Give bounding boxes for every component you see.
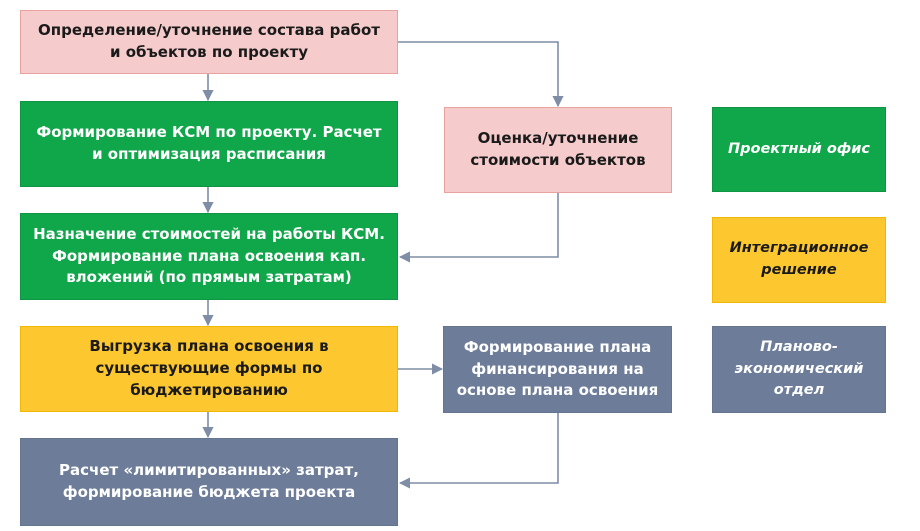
box-cost-assignment: Назначение стоимостей на работы КСМ. Фор… xyxy=(20,213,398,300)
box-cost-estimate: Оценка/уточнение стоимости объектов xyxy=(444,107,672,193)
legend-project-office: Проектный офис xyxy=(712,107,886,192)
box-ksm-forming-text: Формирование КСМ по проекту. Расчет и оп… xyxy=(36,123,382,163)
box-financing-plan-text: Формирование плана финансирования на осн… xyxy=(456,337,659,400)
box-define-scope: Определение/уточнение состава работ и об… xyxy=(20,10,398,74)
legend-integration: Интеграционное решение xyxy=(712,217,886,303)
box-ksm-forming: Формирование КСМ по проекту. Расчет и оп… xyxy=(20,101,398,187)
box-plan-export: Выгрузка плана освоения в существующие ф… xyxy=(20,326,398,412)
legend-economic-dept-text: Планово-экономический отдел xyxy=(734,338,864,399)
legend-integration-text: Интеграционное решение xyxy=(729,240,869,278)
box-cost-assignment-text: Назначение стоимостей на работы КСМ. Фор… xyxy=(33,224,385,287)
arrow-estimate-to-assignment xyxy=(398,193,559,263)
arrow-scope-to-estimate xyxy=(397,41,564,108)
box-cost-estimate-text: Оценка/уточнение стоимости объектов xyxy=(470,129,646,169)
legend-economic-dept: Планово-экономический отдел xyxy=(712,326,886,413)
box-budget-calc-text: Расчет «лимитированных» затрат, формиров… xyxy=(59,461,359,501)
arrow-financing-to-budget xyxy=(398,413,559,489)
box-define-scope-text: Определение/уточнение состава работ и об… xyxy=(38,21,380,61)
legend-project-office-text: Проектный офис xyxy=(728,140,870,157)
box-financing-plan: Формирование плана финансирования на осн… xyxy=(443,326,672,413)
box-budget-calc: Расчет «лимитированных» затрат, формиров… xyxy=(20,438,398,526)
box-plan-export-text: Выгрузка плана освоения в существующие ф… xyxy=(89,337,329,399)
